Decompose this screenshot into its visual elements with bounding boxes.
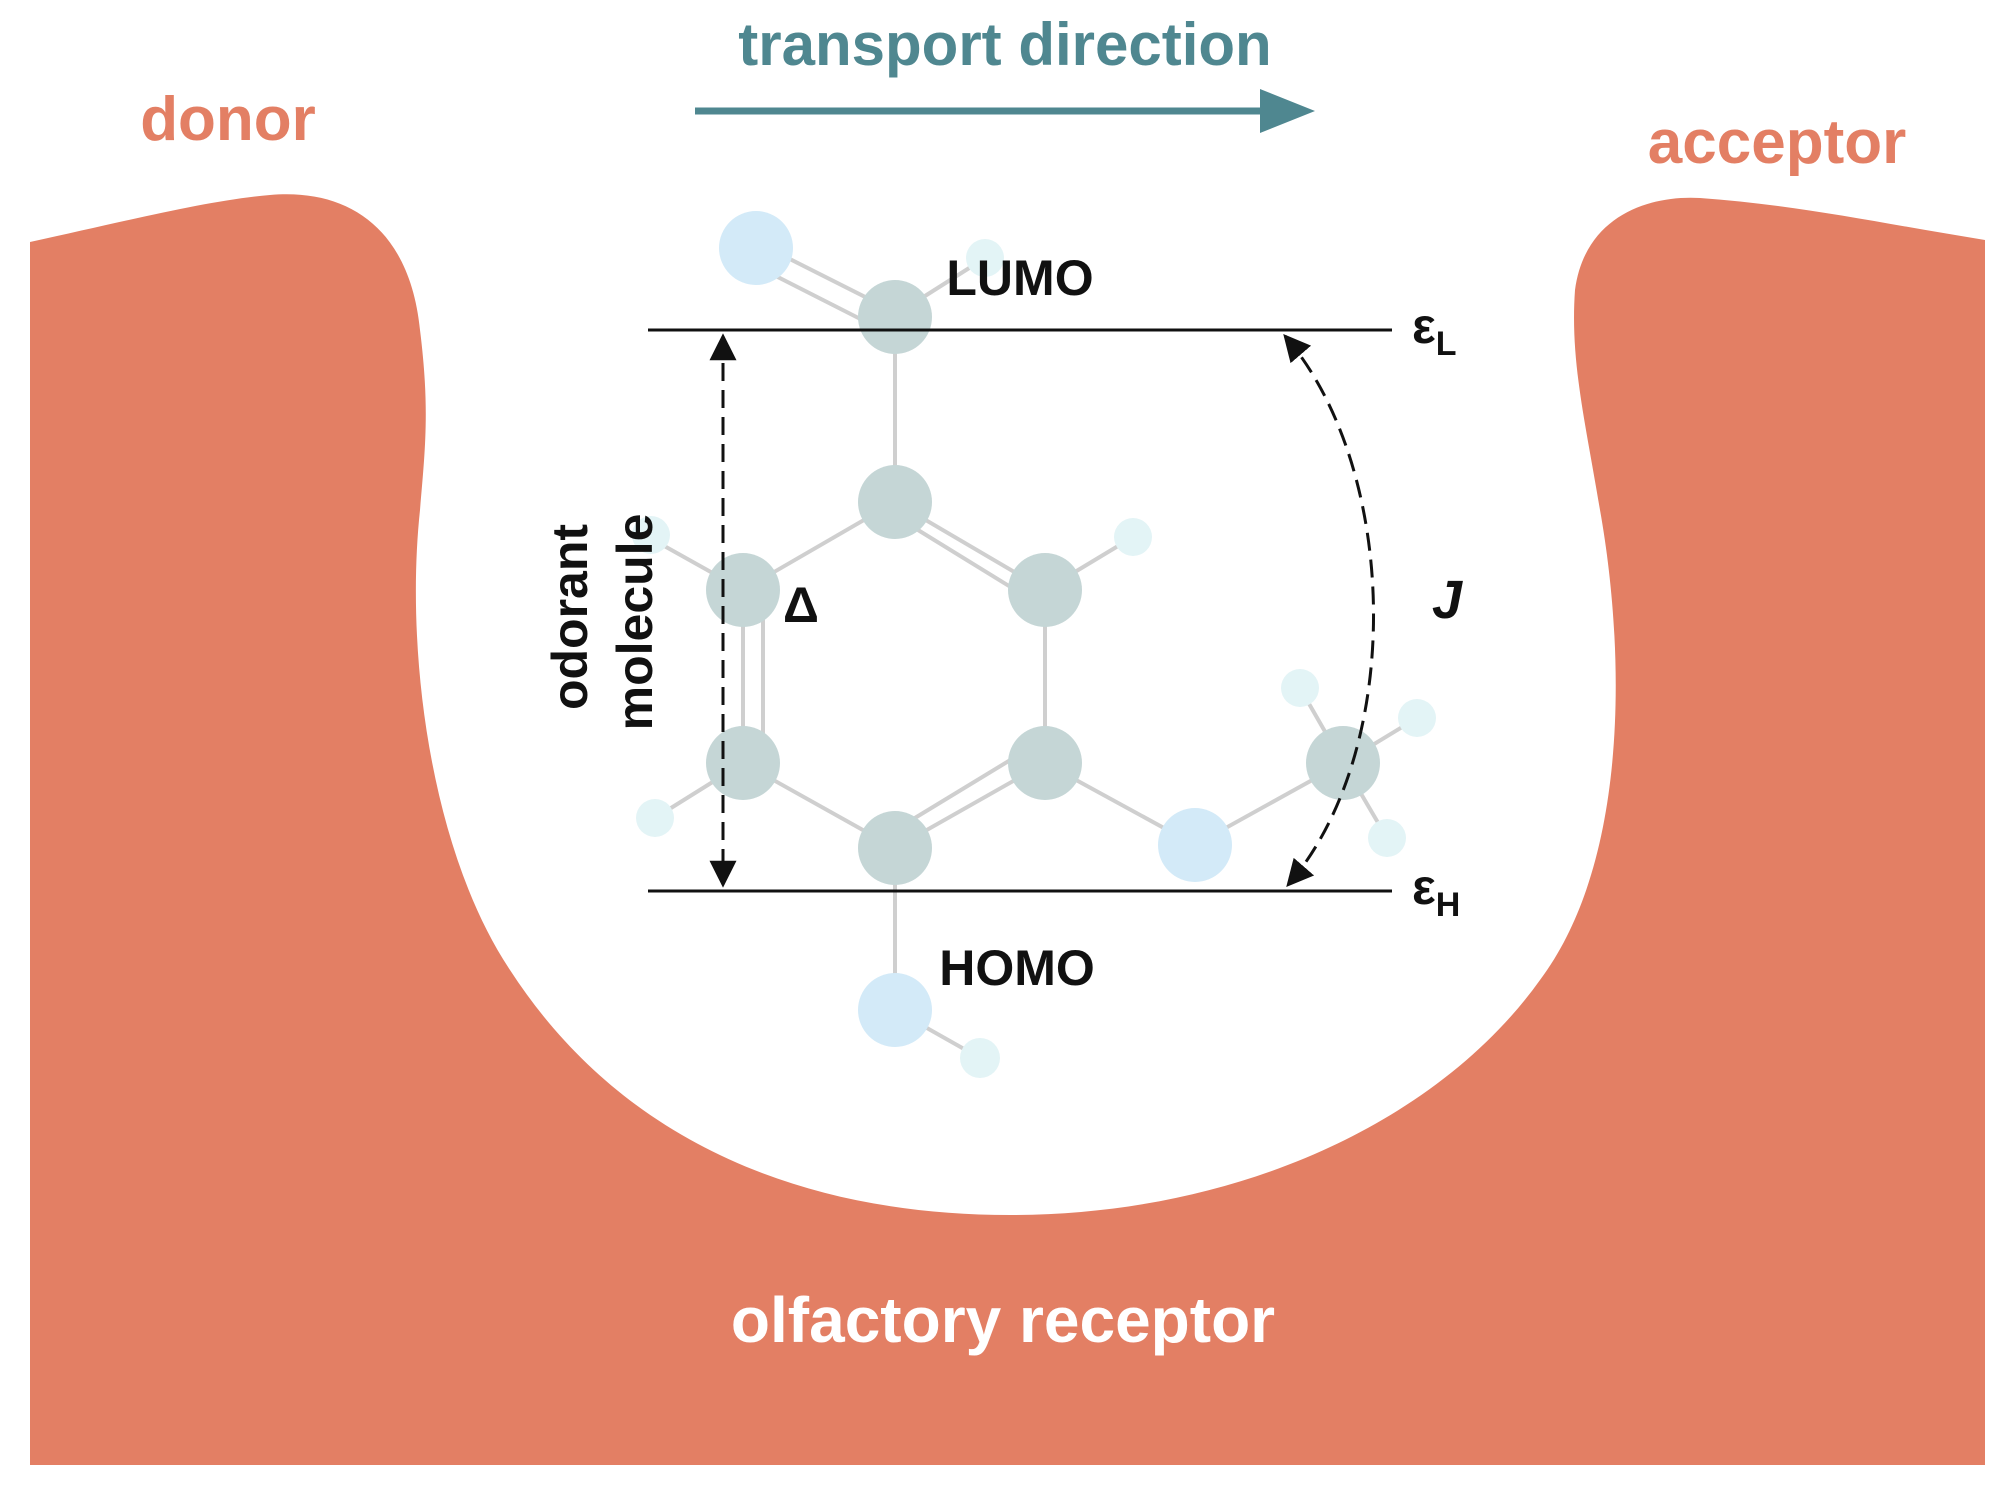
carbon-atom xyxy=(858,811,932,885)
carbon-atom xyxy=(1008,553,1082,627)
odorant-label-line1: odorant xyxy=(542,524,598,710)
transport-direction-label: transport direction xyxy=(738,11,1271,78)
donor-label: donor xyxy=(140,85,316,154)
hydrogen-atom xyxy=(636,799,674,837)
oxygen-atom xyxy=(1158,808,1232,882)
hydrogen-atom xyxy=(966,239,1004,277)
oxygen-atom xyxy=(858,973,932,1047)
hydrogen-atom xyxy=(1398,699,1436,737)
homo-label: HOMO xyxy=(939,940,1095,996)
carbon-atom xyxy=(706,726,780,800)
olfactory-receptor-shape xyxy=(30,194,1985,1465)
j-coupling-arrow xyxy=(1283,333,1375,888)
delta-label: Δ xyxy=(783,577,819,633)
oxygen-atom xyxy=(719,211,793,285)
j-label: J xyxy=(1432,570,1463,630)
carbon-atom xyxy=(1306,726,1380,800)
epsilon-h-label: εH xyxy=(1412,859,1460,924)
olfactory-receptor-label: olfactory receptor xyxy=(731,1284,1275,1356)
hydrogen-atom xyxy=(1114,518,1152,556)
hydrogen-atom xyxy=(632,516,670,554)
odorant-label-line2: molecule xyxy=(607,514,663,731)
transport-arrowhead xyxy=(1260,89,1315,133)
lumo-label: LUMO xyxy=(946,250,1093,306)
acceptor-label: acceptor xyxy=(1648,108,1906,177)
molecule-bonds xyxy=(649,244,1419,1060)
hydrogen-atom xyxy=(1281,669,1319,707)
epsilon-l-label: εL xyxy=(1412,298,1457,363)
carbon-atom xyxy=(858,280,932,354)
hydrogen-atom xyxy=(960,1038,1000,1078)
hydrogen-atom xyxy=(1368,819,1406,857)
carbon-atom xyxy=(706,553,780,627)
carbon-atom xyxy=(1008,726,1082,800)
carbon-atom xyxy=(858,465,932,539)
